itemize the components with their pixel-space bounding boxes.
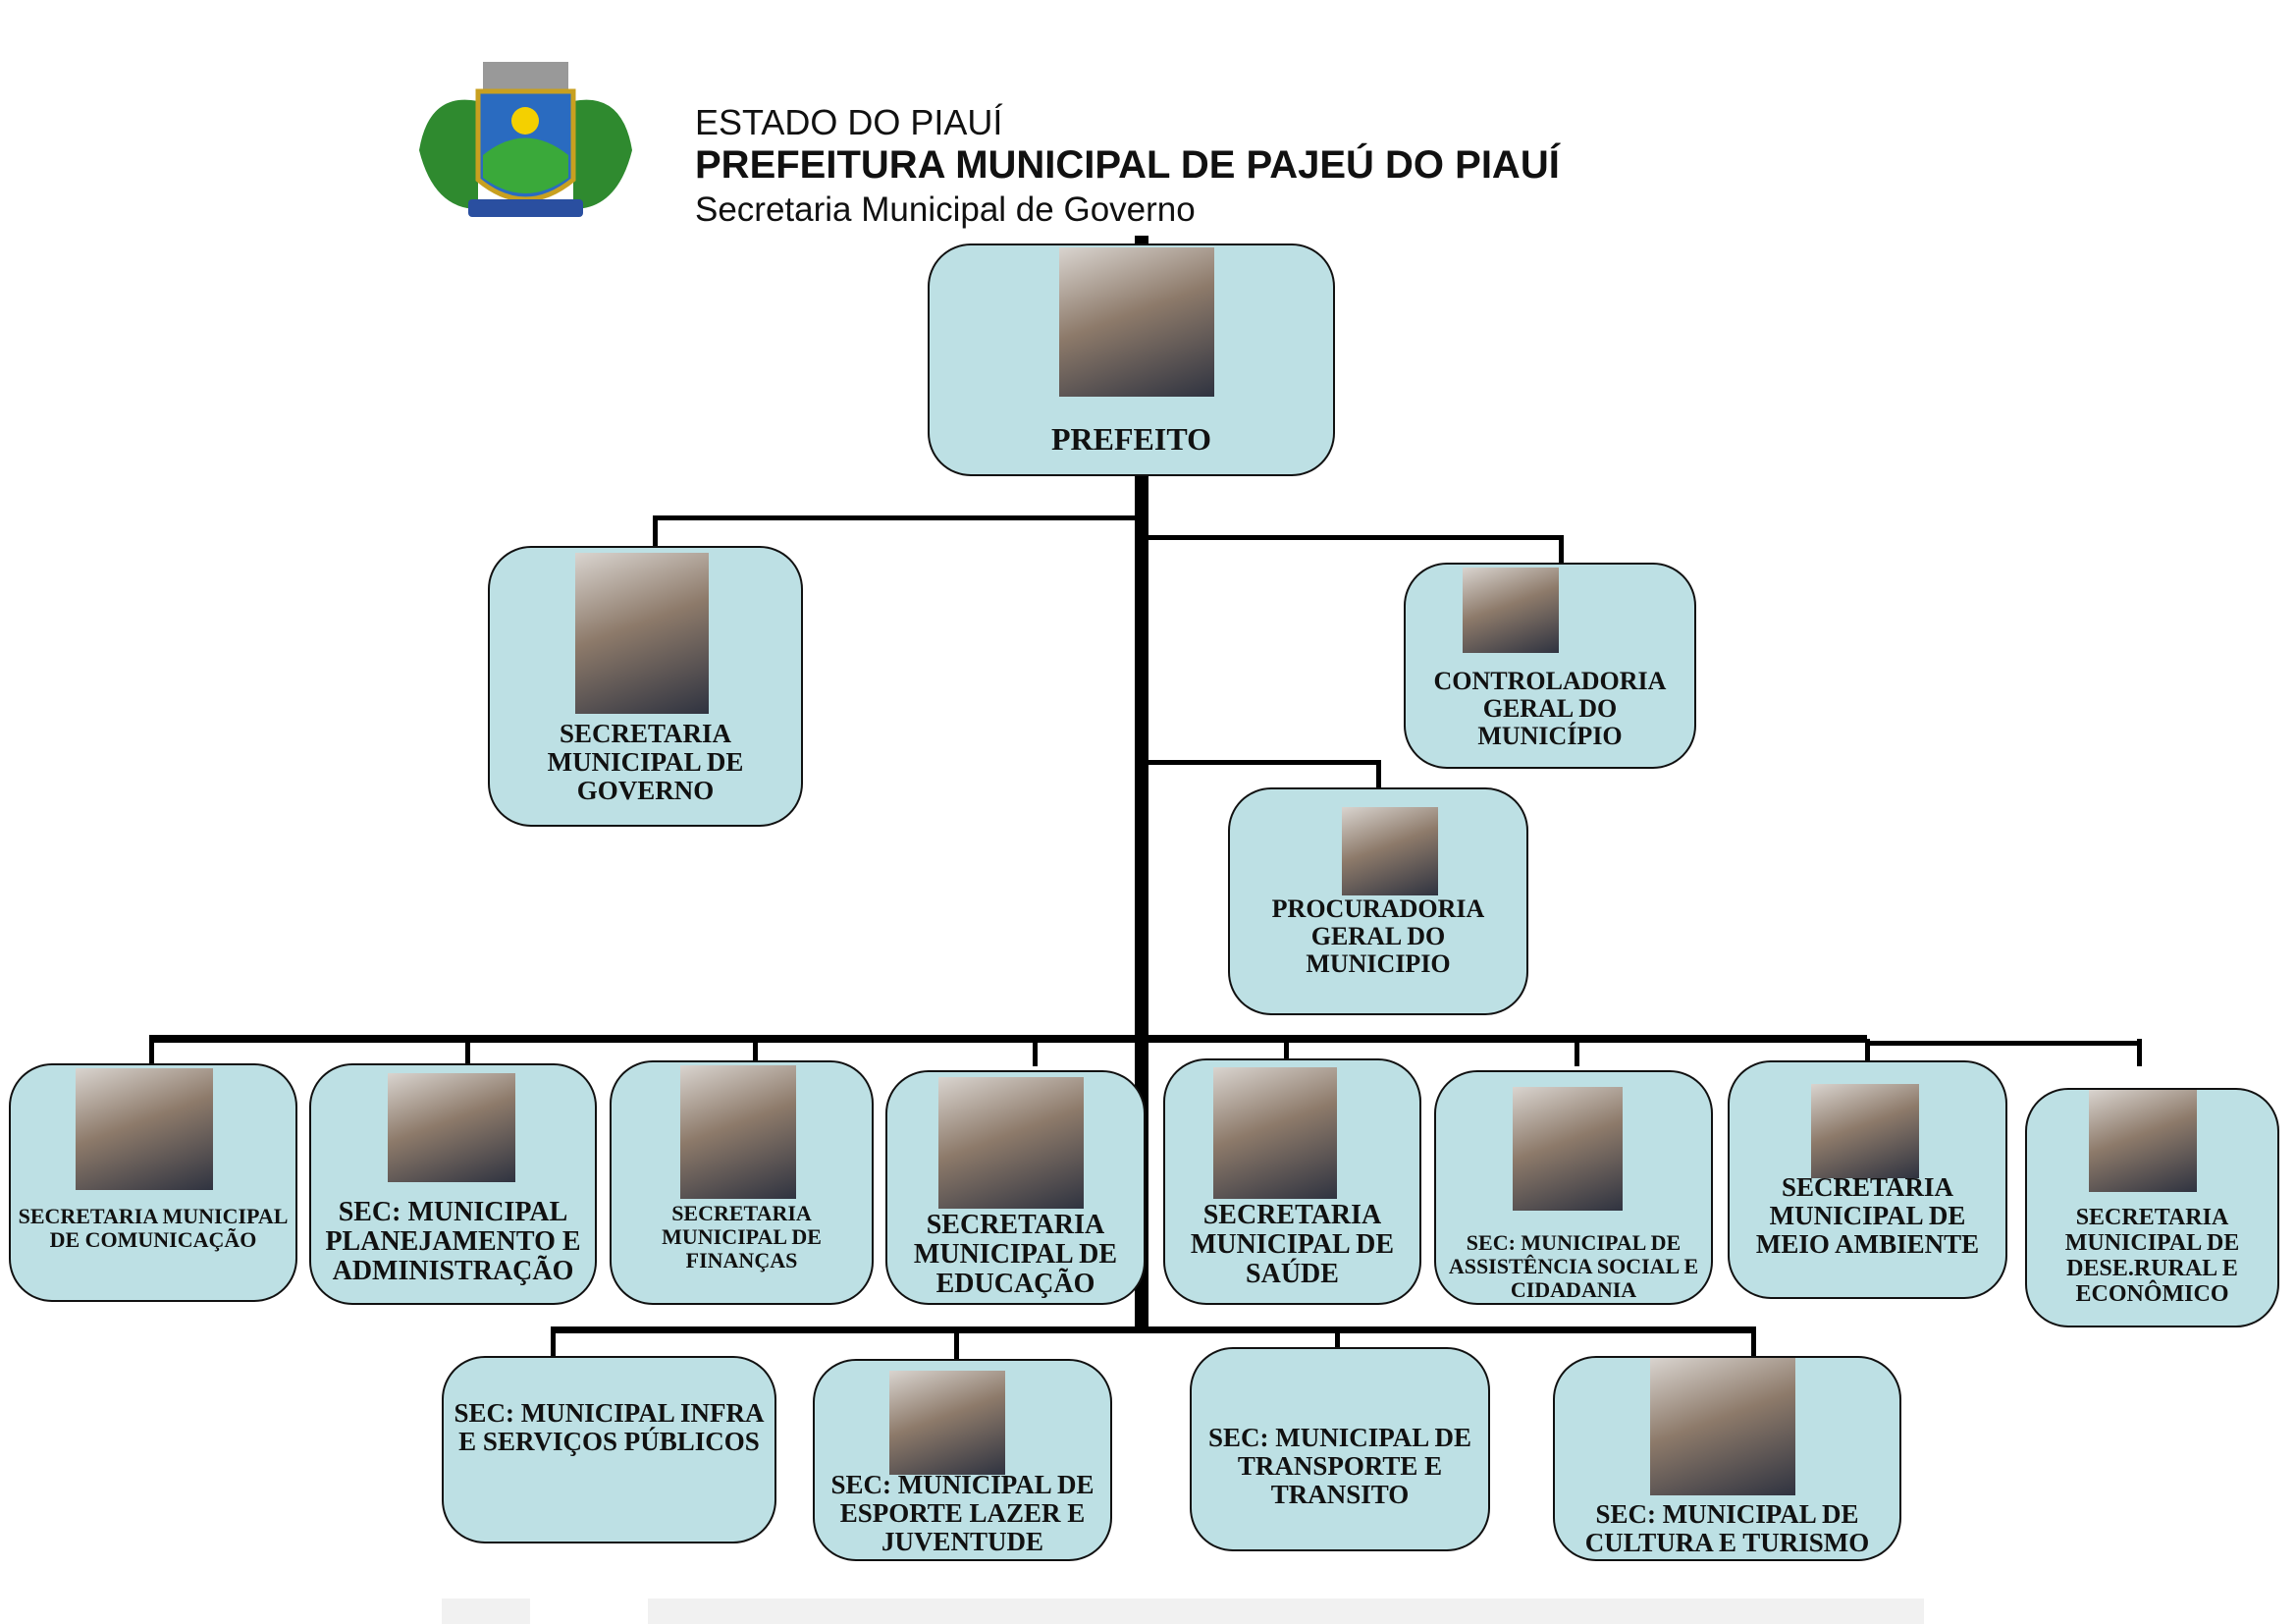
org-node-label: SEC: MUNICIPAL PLANEJAMENTO E ADMINISTRA… [325, 1197, 581, 1287]
portrait-photo [2089, 1090, 2197, 1192]
org-node-meio-ambiente: SECRETARIA MUNICIPAL DE MEIO AMBIENTE [1728, 1060, 2007, 1299]
org-node-infra: SEC: MUNICIPAL INFRA E SERVIÇOS PÚBLICOS [442, 1356, 776, 1543]
connector-line [1148, 535, 1563, 540]
org-node-dese-rural: SECRETARIA MUNICIPAL DE DESE.RURAL E ECO… [2025, 1088, 2279, 1327]
portrait-photo [1213, 1067, 1337, 1199]
org-node-label: SECRETARIA MUNICIPAL DE EDUCAÇÃO [913, 1210, 1118, 1300]
connector-line [653, 515, 1142, 520]
org-node-label: PROCURADORIA GERAL DO MUNICIPIO [1271, 894, 1485, 979]
org-node-comunicacao: SECRETARIA MUNICIPAL DE COMUNICAÇÃO [9, 1063, 297, 1302]
connector-line [1376, 760, 1381, 789]
connector-line [551, 1326, 1756, 1333]
connector-line [653, 515, 658, 548]
connector-line [1284, 1039, 1289, 1066]
org-node-label: PREFEITO [1051, 421, 1211, 457]
connector-line [1751, 1329, 1756, 1359]
org-node-saude: SECRETARIA MUNICIPAL DE SAÚDE [1163, 1058, 1421, 1305]
portrait-photo [889, 1371, 1005, 1475]
connector-line [551, 1329, 556, 1359]
connector-line [1033, 1039, 1038, 1066]
portrait-photo [938, 1077, 1084, 1209]
org-node-label: SEC: MUNICIPAL DE CULTURA E TURISMO [1584, 1499, 1870, 1558]
watermark-shape [442, 1598, 530, 1624]
org-node-label: SEC: MUNICIPAL DE ASSISTÊNCIA SOCIAL E C… [1448, 1230, 1699, 1302]
connector-line [1135, 236, 1148, 1333]
org-node-planejamento: SEC: MUNICIPAL PLANEJAMENTO E ADMINISTRA… [309, 1063, 597, 1305]
connector-line [149, 1035, 1867, 1043]
state-name: ESTADO DO PIAUÍ [695, 102, 1003, 142]
org-node-label: SEC: MUNICIPAL DE TRANSPORTE E TRANSITO [1207, 1423, 1472, 1510]
portrait-photo [680, 1065, 796, 1199]
org-node-cultura: SEC: MUNICIPAL DE CULTURA E TURISMO [1553, 1356, 1901, 1561]
org-node-transporte: SEC: MUNICIPAL DE TRANSPORTE E TRANSITO [1190, 1347, 1490, 1551]
portrait-photo [388, 1073, 515, 1182]
connector-line [753, 1039, 758, 1066]
org-node-controladoria: CONTROLADORIA GERAL DO MUNICÍPIO [1404, 563, 1696, 769]
org-node-procuradoria: PROCURADORIA GERAL DO MUNICIPIO [1228, 787, 1528, 1015]
connector-line [149, 1039, 154, 1066]
municipal-coat-of-arms-logo [409, 62, 642, 233]
connector-line [1865, 1041, 2142, 1046]
org-node-financas: SECRETARIA MUNICIPAL DE FINANÇAS [610, 1060, 874, 1305]
watermark-shape [648, 1598, 1924, 1624]
connector-line [1559, 535, 1564, 565]
org-node-label: SECRETARIA MUNICIPAL DE COMUNICAÇÃO [18, 1204, 289, 1252]
portrait-photo [1342, 807, 1438, 895]
prefecture-title: PREFEITURA MUNICIPAL DE PAJEÚ DO PIAUÍ [695, 143, 1560, 187]
connector-line [954, 1329, 959, 1359]
portrait-photo [1811, 1084, 1919, 1178]
org-node-label: SECRETARIA MUNICIPAL DE DESE.RURAL E ECO… [2064, 1205, 2240, 1307]
portrait-photo [1059, 247, 1214, 397]
org-node-label: SEC: MUNICIPAL DE ESPORTE LAZER E JUVENT… [830, 1470, 1095, 1557]
connector-line [2137, 1039, 2142, 1066]
connector-line [1865, 1039, 1870, 1066]
org-node-label: SECRETARIA MUNICIPAL DE SAÚDE [1190, 1200, 1395, 1290]
org-node-label: SECRETARIA MUNICIPAL DE MEIO AMBIENTE [1755, 1172, 1980, 1260]
portrait-photo [1650, 1358, 1795, 1495]
connector-line [1148, 760, 1380, 765]
org-node-governo: SECRETARIA MUNICIPAL DE GOVERNO [488, 546, 803, 827]
org-node-label: CONTROLADORIA GERAL DO MUNICÍPIO [1433, 667, 1667, 751]
connector-line [465, 1039, 470, 1066]
connector-line [1335, 1329, 1340, 1359]
connector-line [1575, 1039, 1579, 1066]
org-node-label: SECRETARIA MUNICIPAL DE GOVERNO [547, 719, 744, 806]
portrait-photo [1463, 568, 1559, 653]
org-node-esporte: SEC: MUNICIPAL DE ESPORTE LAZER E JUVENT… [813, 1359, 1112, 1561]
portrait-photo [1513, 1087, 1623, 1211]
portrait-photo [76, 1068, 213, 1190]
org-node-prefeito: PREFEITO [928, 244, 1335, 476]
org-node-educacao: SECRETARIA MUNICIPAL DE EDUCAÇÃO [885, 1070, 1146, 1305]
org-node-assistencia: SEC: MUNICIPAL DE ASSISTÊNCIA SOCIAL E C… [1434, 1070, 1713, 1305]
secretariat-subtitle: Secretaria Municipal de Governo [695, 190, 1196, 229]
org-node-label: SEC: MUNICIPAL INFRA E SERVIÇOS PÚBLICOS [454, 1398, 765, 1457]
portrait-photo [575, 553, 709, 714]
org-node-label: SECRETARIA MUNICIPAL DE FINANÇAS [662, 1201, 822, 1272]
